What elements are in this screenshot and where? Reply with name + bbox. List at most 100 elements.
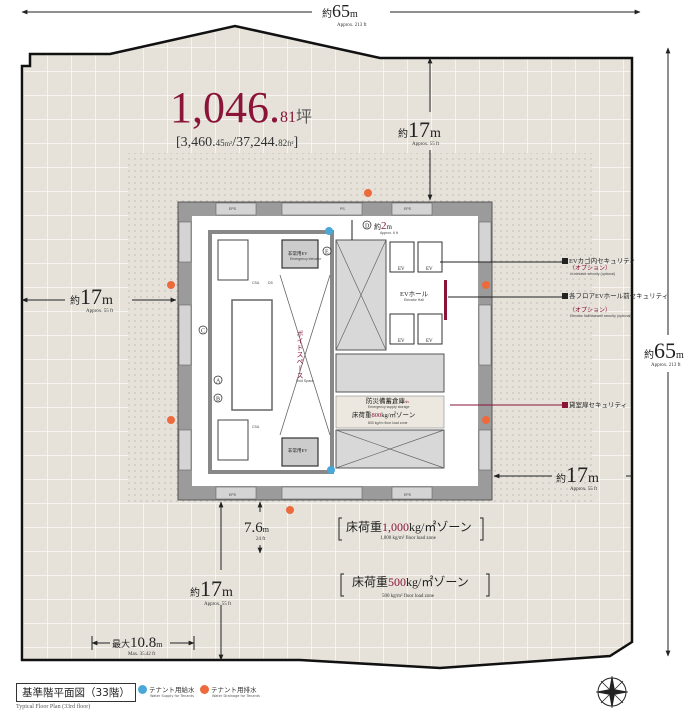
void-space-label: ボイドスペース (296, 330, 304, 379)
svg-text:A: A (216, 379, 221, 385)
marker-e: E (322, 246, 332, 256)
svg-text:C: C (201, 329, 205, 335)
marker-a: A (213, 375, 223, 385)
water-drainage-label: テナント用排水 (211, 686, 257, 694)
svg-text:500 kg/m² floor load zone: 500 kg/m² floor load zone (382, 593, 435, 599)
eps-label: EPS (404, 207, 412, 211)
zone-1000-label: 床荷重1,000kg/㎡ゾーン 1,000 kg/m² floor load z… (338, 517, 484, 541)
water-supply-icon (138, 684, 147, 694)
cs-label: CSA (252, 425, 260, 429)
eps-label: EPS (404, 493, 412, 497)
svg-text:貸室扉セキュリティ: 貸室扉セキュリティ (569, 400, 627, 409)
zone-500-label: 床荷重500kg/㎡ゾーン 500 kg/m² floor load zone (340, 573, 490, 599)
emergency-elevator (281, 239, 319, 269)
compass-icon (595, 675, 629, 709)
elevator-cars (389, 241, 443, 345)
void-space-label-en: Void Space (296, 379, 314, 383)
floor-plan-title-en: Typical Floor Plan (33rd floor) (16, 704, 91, 710)
void-space-cross (279, 274, 331, 436)
storage-room (335, 395, 445, 429)
emergency-elevator (281, 437, 319, 467)
svg-text:E: E (325, 250, 329, 256)
svg-text:Emergency supply storage: Emergency supply storage (368, 405, 409, 409)
svg-text:（オプション）: （オプション） (569, 307, 611, 314)
svg-text:In-elevator security (optional: In-elevator security (optional) (570, 272, 615, 276)
svg-text:約17m: 約17m (556, 462, 599, 487)
dim-left-gap: 約17m Approx. 55 ft (70, 284, 114, 314)
dim-top-gap: 約17m Approx. 55 ft (398, 117, 441, 147)
callout-door-security: 貸室扉セキュリティ (562, 400, 627, 409)
svg-text:B: B (216, 397, 220, 403)
svg-text:床荷重500kg/㎡ゾーン: 床荷重500kg/㎡ゾーン (352, 575, 469, 589)
ev-label: EV (426, 339, 433, 344)
svg-text:約65m: 約65m (644, 338, 684, 363)
svg-text:Approx. 6 ft: Approx. 6 ft (380, 231, 398, 235)
ev-label: EV (398, 339, 405, 344)
svg-text:床荷重800kg/㎡ゾーン: 床荷重800kg/㎡ゾーン (352, 410, 415, 419)
water-supply-label: テナント用給水 (149, 686, 195, 694)
svg-text:EVカゴ内セキュリティ: EVカゴ内セキュリティ (569, 256, 636, 265)
svg-text:最大10.8m: 最大10.8m (112, 635, 163, 651)
legend-water-supply: テナント用給水 Water Supply for Tenants (138, 684, 195, 698)
eps-label: EPS (229, 207, 237, 211)
emergency-ev-label: 非常用EV (288, 447, 308, 454)
ps-label: PS (340, 207, 345, 211)
dim-height-right: 約65m Approx. 213 ft (644, 338, 684, 368)
svg-text:防災備蓄倉庫※1: 防災備蓄倉庫※1 (366, 396, 410, 405)
stairs (217, 419, 249, 461)
ev-hall-label-en: Elevator Hall (404, 298, 424, 302)
dim-inner-gap: 7.6m 24 ft (244, 520, 270, 542)
marker-c: C (198, 325, 208, 335)
dim-max-span: 最大10.8m Max. 35.42 ft (112, 635, 163, 657)
legend-water-drainage: テナント用排水 Water Drainage for Tenants (200, 684, 260, 698)
water-supply-markers (325, 227, 335, 474)
svg-text:7.6m: 7.6m (244, 520, 270, 536)
ev-label: EV (426, 267, 433, 272)
stairs (217, 239, 249, 281)
dim-bottom-gap: 約17m Approx. 55 ft (190, 576, 233, 607)
svg-text:Approx. 213 ft: Approx. 213 ft (337, 23, 367, 28)
svg-text:約17m: 約17m (398, 117, 441, 142)
svg-text:約2m: 約2m (374, 220, 393, 232)
callout-ev-security: EVカゴ内セキュリティ （オプション） In-elevator security… (562, 256, 636, 276)
ev-label: EV (398, 267, 405, 272)
ds-label: DS (268, 281, 274, 285)
dim-right-gap: 約17m Approx. 55 ft (556, 462, 599, 492)
svg-text:（オプション）: （オプション） (569, 265, 611, 272)
svg-text:800 kg/m² floor load zone: 800 kg/m² floor load zone (368, 421, 408, 425)
svg-text:Approx. 55 ft: Approx. 55 ft (412, 142, 440, 147)
svg-text:D: D (365, 224, 370, 230)
svg-text:Approx. 213 ft: Approx. 213 ft (651, 363, 681, 368)
dim-width-top: 約65m Approx. 213 ft (322, 1, 367, 28)
restrooms (231, 299, 273, 411)
floor-plan-title: 基準階平面図（33階） (16, 683, 136, 702)
water-drainage-icon (200, 684, 209, 694)
svg-text:床荷重1,000kg/㎡ゾーン: 床荷重1,000kg/㎡ゾーン (346, 520, 472, 534)
emergency-ev-label-en: Emergency elevator (290, 257, 322, 261)
svg-text:1,000 kg/m² floor load zone: 1,000 kg/m² floor load zone (380, 535, 437, 541)
dimension-lines (21, 9, 671, 661)
emergency-ev-label: 非常用EV (288, 250, 308, 257)
dim-corridor: D 約2m Approx. 6 ft (362, 220, 398, 235)
svg-text:各フロアEVホール前セキュリティ: 各フロアEVホール前セキュリティ (569, 291, 668, 300)
svg-text:約65m: 約65m (322, 1, 358, 21)
ev-hall-label: EVホール (400, 290, 429, 298)
zone-800-label: 防災備蓄倉庫※1 Emergency supply storage 床荷重800… (352, 396, 415, 425)
svg-text:約17m: 約17m (70, 284, 113, 309)
svg-text:Approx. 55 ft: Approx. 55 ft (204, 602, 232, 607)
svg-text:Elevator hall/stairwell securi: Elevator hall/stairwell security (option… (570, 314, 631, 318)
eps-label: EPS (229, 493, 237, 497)
svg-text:Approx. 55 ft: Approx. 55 ft (86, 309, 114, 314)
svg-text:Max. 35.42 ft: Max. 35.42 ft (128, 652, 156, 657)
water-drainage-label-en: Water Drainage for Tenants (212, 694, 260, 698)
svg-text:約17m: 約17m (190, 576, 233, 601)
cs-label: CSA (252, 281, 260, 285)
svg-text:Approx. 55 ft: Approx. 55 ft (570, 487, 598, 492)
water-drainage-markers (167, 189, 490, 514)
area-metric: [3,460.45m²/37,244.82ft²] (176, 135, 298, 150)
area-tsubo: 1,046.81坪 (170, 83, 312, 132)
eps-blocks (178, 202, 492, 500)
svg-text:24 ft: 24 ft (256, 537, 266, 542)
marker-b: B (213, 393, 223, 403)
